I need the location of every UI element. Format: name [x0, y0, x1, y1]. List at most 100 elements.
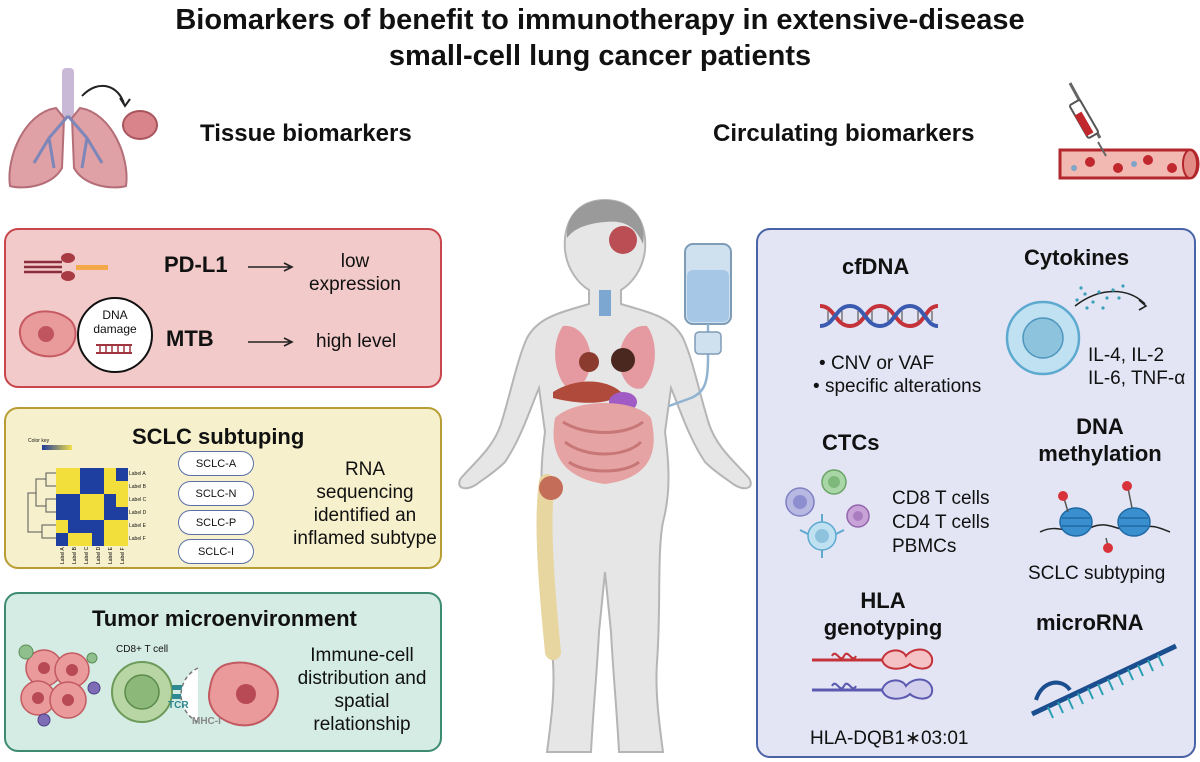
blood-vessel-syringe-icon [1058, 82, 1200, 180]
tumor-cell-icon [18, 310, 77, 358]
heatmap-cell [68, 494, 80, 507]
methylation-title-line-2: methylation [1038, 441, 1162, 466]
hla-title-line-2: genotyping [823, 615, 943, 640]
dna-damage-line-1: DNA [102, 308, 128, 322]
heatmap-row-label: Label C [129, 497, 147, 503]
heatmap-cell [80, 533, 92, 546]
heatmap-col-label: Label B [72, 546, 78, 564]
cfdna-bullet: specific alterations [813, 375, 981, 398]
sclc-desc-line: identified an [313, 505, 417, 526]
lungs-icon [8, 68, 158, 189]
heatmap-cell [80, 481, 92, 494]
tme-desc-line: distribution and [297, 668, 427, 689]
heatmap-cell [80, 468, 92, 481]
heatmap-cell [92, 533, 104, 546]
heatmap-cell [116, 494, 128, 507]
heatmap-cell [80, 507, 92, 520]
cytokines-line-1: IL-4, IL-2 [1088, 345, 1165, 366]
sclc-desc-line: inflamed subtype [293, 528, 437, 549]
dna-damage-circle [77, 297, 153, 373]
heatmap-cell [92, 468, 104, 481]
heatmap-cell [56, 533, 68, 546]
heatmap-cell [116, 533, 128, 546]
pd-l1-result: low expression [300, 250, 410, 296]
ctcs-title: CTCs [822, 430, 880, 455]
heatmap-cell [68, 507, 80, 520]
circulating-biomarkers-heading: Circulating biomarkers [713, 120, 975, 147]
cd8-t-cell-label: CD8+ T cell [116, 644, 169, 655]
ctc-cell-item: PBMCs [892, 536, 957, 557]
heatmap-cell [104, 507, 116, 520]
nucleosome-methylation-icon [1039, 481, 1171, 553]
heatmap-cell [68, 468, 80, 481]
tumor-cluster-icon [18, 644, 101, 727]
heatmap-dendrogram [27, 472, 56, 539]
heatmap-cell [104, 481, 116, 494]
heatmap-col-label: Label D [96, 546, 102, 564]
heatmap-cell [104, 520, 116, 533]
heatmap-cell [104, 533, 116, 546]
cytokines-line-2: IL-6, TNF-α [1088, 368, 1186, 389]
heatmap-cell [80, 520, 92, 533]
sclc-desc-line: sequencing [316, 482, 414, 503]
heatmap-cell [56, 481, 68, 494]
mtb-result: high level [316, 331, 397, 352]
heatmap-cell [68, 533, 80, 546]
cytokines-title: Cytokines [1024, 245, 1130, 270]
mtb-arrow [248, 337, 294, 347]
t-cell-mhc-interaction-icon [111, 661, 280, 727]
heatmap-row-label: Label D [129, 510, 147, 516]
dna-methylation-title: DNA methylation [1020, 413, 1180, 467]
sclc-description: RNA sequencing identified an inflamed su… [290, 458, 440, 550]
subtype-pill-i: SCLC-I [178, 539, 254, 564]
methylation-caption: SCLC subtyping [1028, 563, 1166, 584]
ctcs-cell-list: CD8 T cells CD4 T cells PBMCs [892, 487, 990, 559]
cfdna-bullets: CNV or VAF specific alterations [813, 352, 981, 398]
ctc-cell-item: CD8 T cells [892, 488, 990, 509]
subtype-pill-a: SCLC-A [178, 451, 254, 476]
heatmap-col-label: Label E [108, 546, 114, 564]
pd-l1-antibody-icon [24, 253, 108, 281]
hla-dna-probe-icon [812, 648, 934, 700]
heatmap-col-label: Label F [120, 547, 126, 564]
heatmap-cell [116, 468, 128, 481]
tissue-biomarkers-heading: Tissue biomarkers [200, 120, 412, 147]
tme-description: Immune-cell distribution and spatial rel… [284, 644, 440, 736]
pd-l1-mtb-panel [4, 228, 442, 388]
heatmap-cell [92, 520, 104, 533]
heatmap-col-label: Label A [60, 547, 66, 564]
heatmap-cell [68, 520, 80, 533]
heatmap-col-labels: Label A Label B Label C Label D Label E … [60, 546, 126, 564]
title-line-1: Biomarkers of benefit to immunotherapy i… [175, 4, 1025, 36]
microrna-icon [1030, 643, 1178, 719]
heatmap-cell [56, 520, 68, 533]
heatmap-col-label: Label C [84, 546, 90, 564]
sclc-subtyping-title: SCLC subtuping [132, 424, 305, 449]
heatmap-cell [116, 520, 128, 533]
correlation-heatmap [56, 468, 128, 546]
heatmap-color-key [42, 445, 72, 450]
tme-desc-line: relationship [313, 714, 411, 735]
tme-desc-line: Immune-cell [310, 645, 414, 666]
heatmap-cell [104, 494, 116, 507]
dna-damage-line-2: damage [93, 322, 137, 336]
heatmap-row-label: Label E [129, 523, 146, 529]
heatmap-row-label: Label A [129, 471, 146, 477]
subtype-pill-n: SCLC-N [178, 481, 254, 506]
heatmap-cell [92, 507, 104, 520]
dna-helix-icon [819, 303, 939, 329]
subtype-pill-p: SCLC-P [178, 510, 254, 535]
hla-title-line-1: HLA [860, 588, 906, 613]
mhc-label: MHC-I [192, 716, 221, 727]
ctc-cell-item: CD4 T cells [892, 512, 990, 533]
damaged-dna-icon [96, 344, 132, 354]
hla-genotyping-title: HLA genotyping [808, 587, 958, 641]
human-body-illustration [458, 198, 752, 753]
hla-allele: HLA-DQB1∗03:01 [810, 728, 969, 749]
heatmap-row-label: Label B [129, 484, 146, 490]
ctc-cells-icon [785, 469, 870, 558]
heatmap-cell [116, 507, 128, 520]
figure-title: Biomarkers of benefit to immunotherapy i… [0, 2, 1200, 74]
cytokines-list: IL-4, IL-2 IL-6, TNF-α [1088, 344, 1185, 390]
heatmap-cell [56, 507, 68, 520]
